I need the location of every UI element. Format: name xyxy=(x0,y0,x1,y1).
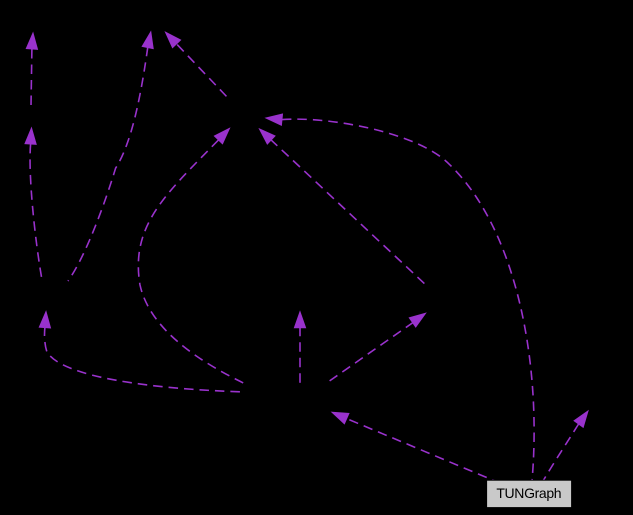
svg-text:TUNGraph: TUNGraph xyxy=(496,485,561,501)
